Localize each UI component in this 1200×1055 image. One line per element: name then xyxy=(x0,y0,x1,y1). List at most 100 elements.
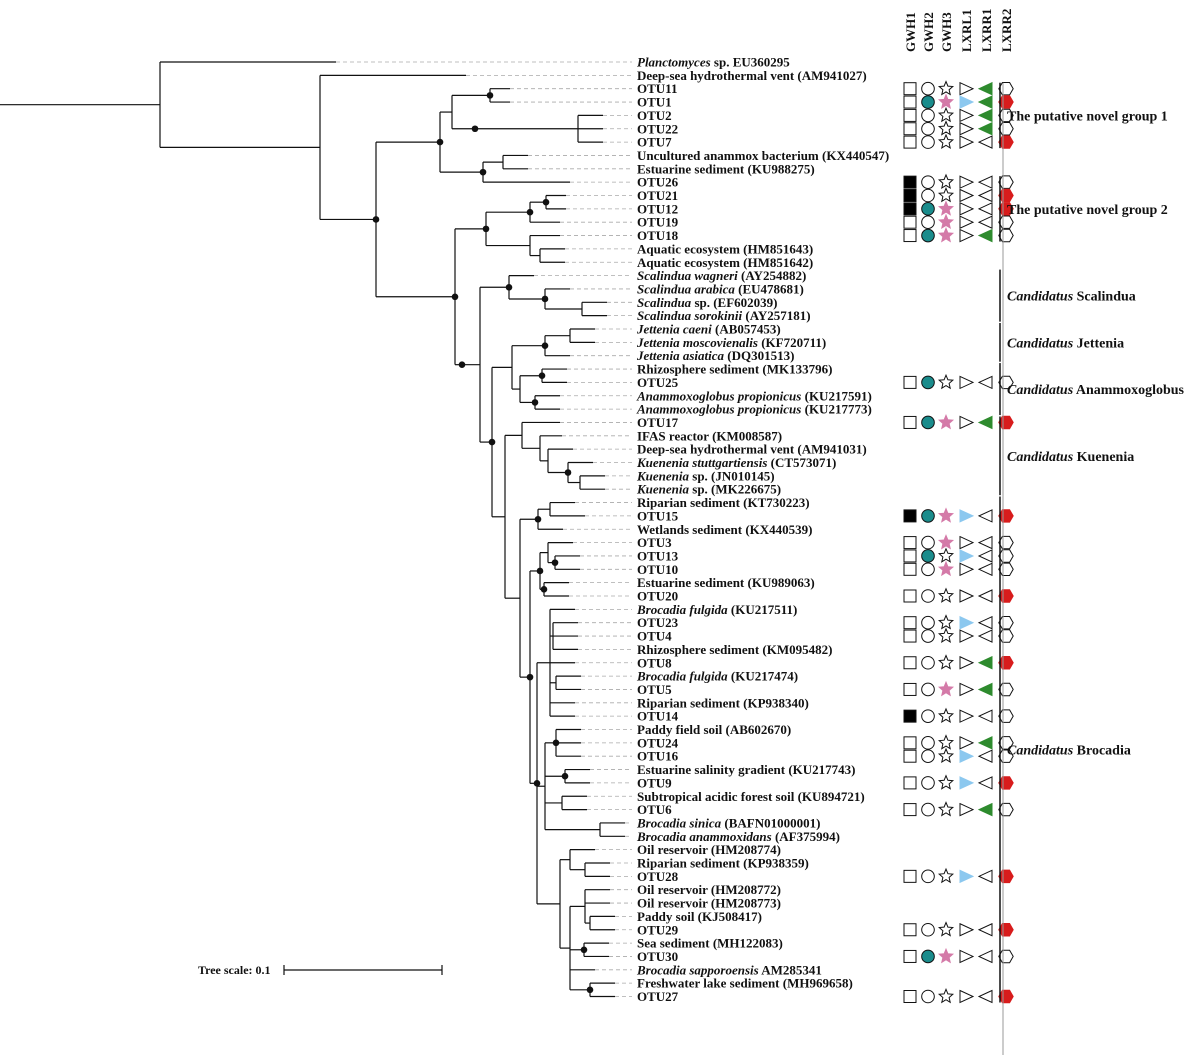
lxrr1-triangle-icon xyxy=(977,655,993,670)
leaf-label-otu17: OTU17 xyxy=(637,415,679,430)
leaf-label-uncultured-anammox-bacterium-kx440547: Uncultured anammox bacterium (KX440547) xyxy=(637,148,889,163)
bootstrap-node xyxy=(536,567,544,575)
gwh1-square-icon xyxy=(903,175,917,189)
leaf-label-otu9: OTU9 xyxy=(637,775,672,790)
gwh2-circle-icon xyxy=(921,375,935,390)
lxrr1-triangle-icon xyxy=(977,415,993,430)
gwh1-square-icon xyxy=(903,202,917,216)
gwh1-square-icon xyxy=(903,949,917,963)
leaf-label-part: Wetlands sediment (KX440539) xyxy=(637,522,813,537)
lxrl1-triangle-icon xyxy=(959,188,975,203)
gwh2-circle-icon xyxy=(921,549,935,563)
leaf-label-part: Scalindua sorokinii xyxy=(637,308,743,323)
lxrr2-hexagon-icon xyxy=(998,776,1014,790)
gwh2-circle-icon xyxy=(921,202,935,216)
lxrr1-triangle-icon xyxy=(977,202,993,216)
lxrl1-triangle-icon xyxy=(959,121,975,136)
scale-bar-label: Tree scale: 0.1 xyxy=(198,963,271,977)
bootstrap-node xyxy=(551,559,559,566)
gwh3-star-icon xyxy=(937,867,955,884)
gwh2-circle-icon xyxy=(921,736,935,750)
gwh2-circle-icon xyxy=(921,615,935,630)
gwh3-star-icon xyxy=(937,106,955,123)
leaf-label-otu16: OTU16 xyxy=(637,749,679,764)
leaf-label-freshwater-lake-sediment-mh969658: Freshwater lake sediment (MH969658) xyxy=(637,976,853,991)
leaf-label-otu7: OTU7 xyxy=(637,135,672,150)
leaf-label-part: OTU29 xyxy=(637,922,679,937)
gwh3-star-icon xyxy=(937,200,955,216)
leaf-label-deep-sea-hydrothermal-vent-am941027: Deep-sea hydrothermal vent (AM941027) xyxy=(637,68,867,83)
bootstrap-node xyxy=(372,216,380,223)
leaf-label-part: sp. (EF602039) xyxy=(691,295,777,310)
leaf-label-oil-reservoir-hm208774: Oil reservoir (HM208774) xyxy=(637,842,781,857)
gwh2-circle-icon xyxy=(921,415,935,430)
lxrl1-triangle-icon xyxy=(959,81,975,96)
leaf-label-otu29: OTU29 xyxy=(637,922,679,937)
lxrr1-triangle-icon xyxy=(977,375,993,390)
leaf-label-otu18: OTU18 xyxy=(637,228,679,243)
leaf-label-part: OTU15 xyxy=(637,508,679,523)
trait-header-gwh3: GWH3 xyxy=(939,12,954,52)
gwh3-star-icon xyxy=(937,173,955,190)
lxrr2-hexagon-icon xyxy=(998,802,1014,817)
lxrr1-triangle-icon xyxy=(977,629,993,643)
clade-label-part: Candidatus xyxy=(1007,744,1074,759)
gwh1-square-icon xyxy=(903,589,917,603)
lxrr2-hexagon-icon xyxy=(998,375,1014,390)
lxrl1-triangle-icon xyxy=(959,95,975,109)
clade-label-part: Candidatus xyxy=(1007,290,1074,305)
leaf-label-part: Freshwater lake sediment (MH969658) xyxy=(637,976,853,991)
leaf-label-paddy-soil-kj508417: Paddy soil (KJ508417) xyxy=(637,909,762,924)
gwh1-square-icon xyxy=(903,682,917,696)
leaf-label-part: OTU7 xyxy=(637,135,672,150)
lxrl1-triangle-icon xyxy=(959,535,975,550)
leaf-label-part: (KU217474) xyxy=(728,669,798,684)
trait-symbols xyxy=(903,80,1014,1004)
gwh3-star-icon xyxy=(937,120,955,136)
lxrr1-triangle-icon xyxy=(977,749,993,763)
bootstrap-node xyxy=(526,673,534,681)
leaf-label-part: Kuenenia xyxy=(636,482,690,497)
leaf-label-otu21: OTU21 xyxy=(637,188,678,203)
gwh3-star-icon xyxy=(937,774,955,790)
gwh3-star-icon xyxy=(937,80,955,96)
leaf-label-anammoxoglobus-propionicus-ku217591: Anammoxoglobus propionicus (KU217591) xyxy=(636,388,872,403)
gwh1-square-icon xyxy=(903,562,917,576)
trait-header-lxrr1: LXRR1 xyxy=(979,9,994,52)
gwh1-square-icon xyxy=(903,135,917,149)
leaf-label-part: Uncultured anammox bacterium (KX440547) xyxy=(637,148,889,163)
lxrr2-hexagon-icon xyxy=(998,228,1014,243)
lxrl1-triangle-icon xyxy=(959,415,975,430)
leaf-label-part: Brocadia fulgida xyxy=(636,669,728,684)
lxrl1-triangle-icon xyxy=(959,202,975,216)
lxrl1-triangle-icon xyxy=(959,589,975,603)
clade-label-part: The putative novel group 2 xyxy=(1007,203,1168,218)
bootstrap-node xyxy=(526,208,534,216)
clade-label-part: Candidatus xyxy=(1007,336,1074,351)
leaf-label-brocadia-fulgida-ku217474: Brocadia fulgida (KU217474) xyxy=(636,669,798,684)
leaf-label-part: Riparian sediment (KP938359) xyxy=(637,856,809,871)
leaf-label-part: OTU13 xyxy=(637,548,679,563)
lxrr1-triangle-icon xyxy=(977,922,993,937)
bootstrap-node xyxy=(482,225,490,233)
leaf-label-part: Deep-sea hydrothermal vent (AM941031) xyxy=(637,442,867,457)
gwh3-star-icon xyxy=(937,587,955,603)
leaf-label-part: OTU3 xyxy=(637,535,672,550)
lxrl1-triangle-icon xyxy=(959,375,975,390)
leaf-label-part: Oil reservoir (HM208774) xyxy=(637,842,781,857)
leaf-label-estuarine-sediment-ku988275: Estuarine sediment (KU988275) xyxy=(637,161,815,176)
bootstrap-node xyxy=(486,92,494,99)
lxrr2-hexagon-icon xyxy=(998,923,1014,937)
bootstrap-node xyxy=(540,586,548,593)
gwh3-star-icon xyxy=(937,547,955,563)
leaf-label-part: Kuenenia stuttgartiensis xyxy=(636,455,767,470)
leaf-label-part: Scalindua arabica xyxy=(637,281,735,296)
gwh3-star-icon xyxy=(937,226,955,243)
gwh1-square-icon xyxy=(903,82,917,96)
lxrr1-triangle-icon xyxy=(977,135,993,149)
leaf-label-otu2: OTU2 xyxy=(637,108,672,123)
gwh1-square-icon xyxy=(903,749,917,763)
leaf-label-part: OTU28 xyxy=(637,869,679,884)
leaf-label-estuarine-salinity-gradient-ku217743: Estuarine salinity gradient (KU217743) xyxy=(637,762,855,777)
leaf-label-part: Oil reservoir (HM208772) xyxy=(637,882,781,897)
